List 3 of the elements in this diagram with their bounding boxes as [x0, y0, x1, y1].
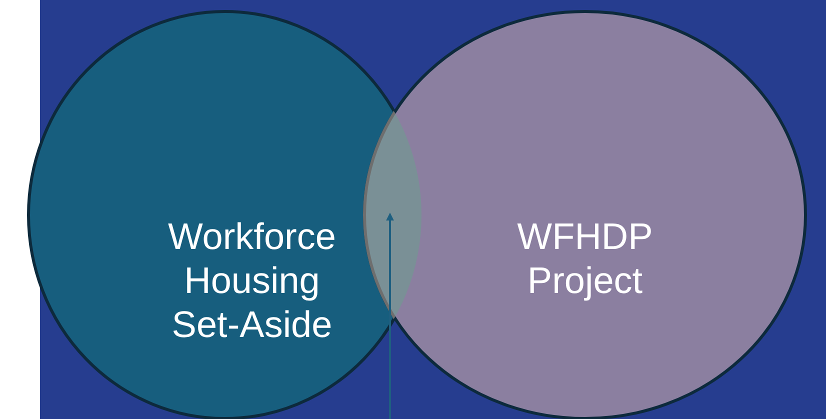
arrow — [386, 212, 394, 419]
circle-label: Workforce Housing Set-Aside — [167, 215, 337, 347]
circle-label: WFHDP Project — [516, 215, 654, 303]
